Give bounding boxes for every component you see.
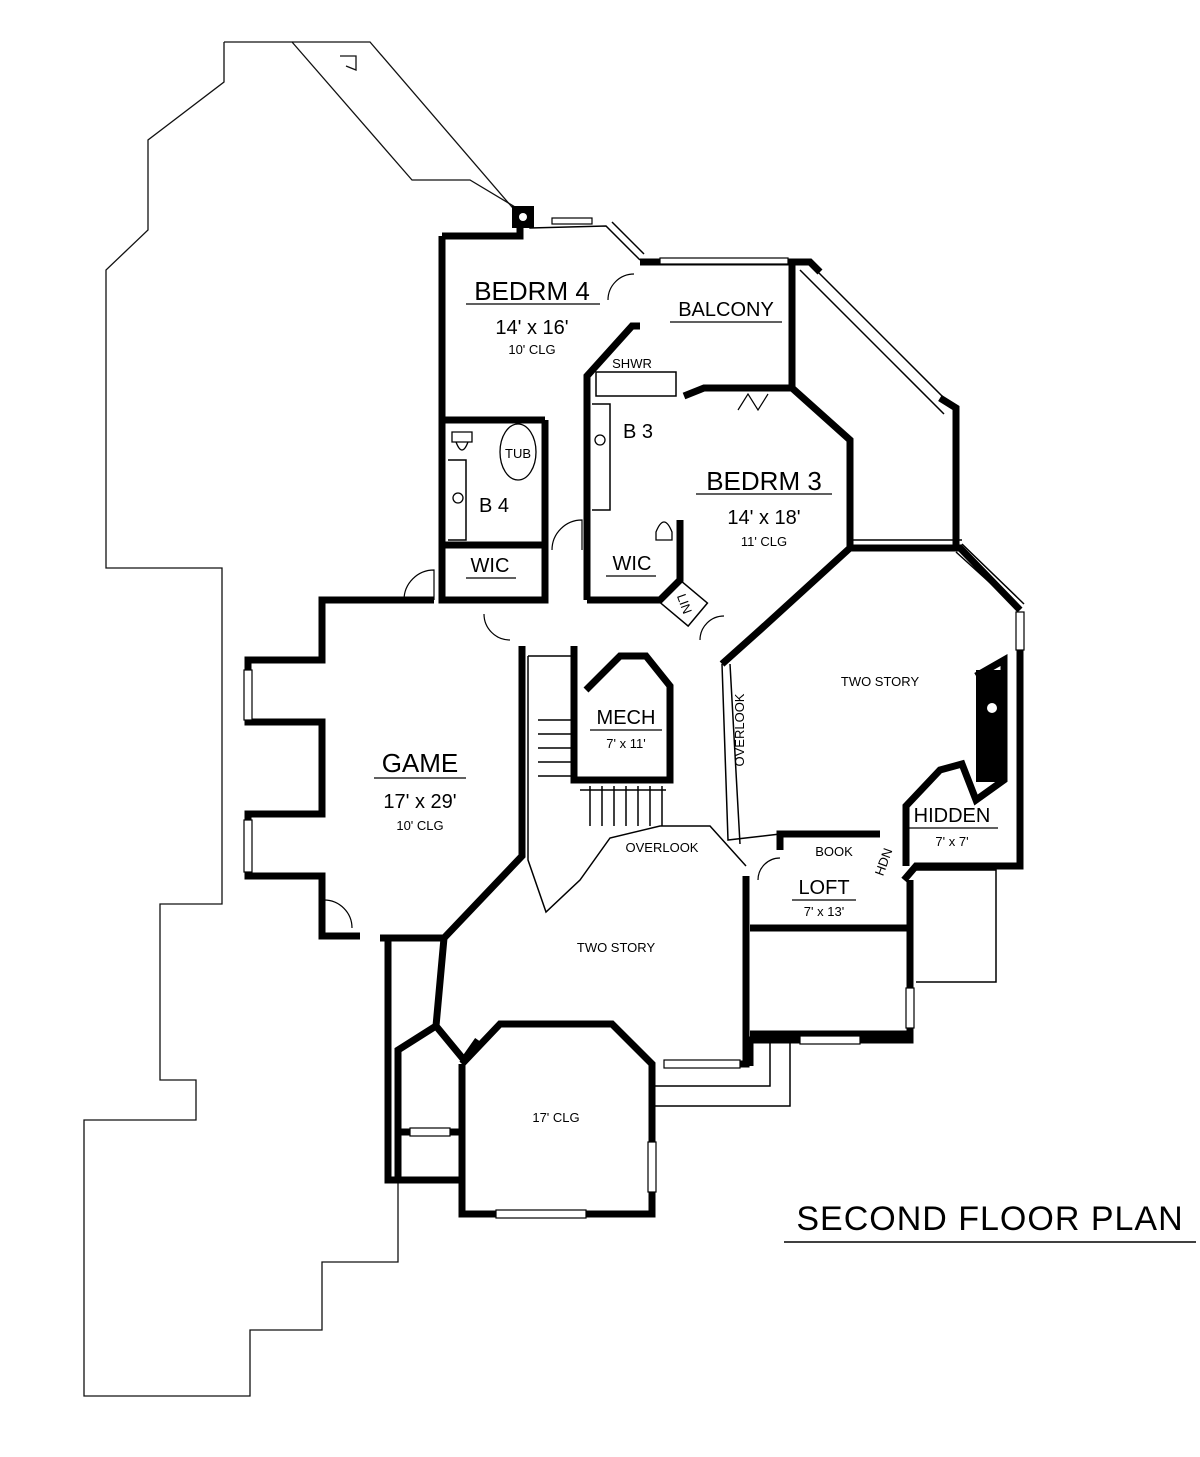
shower-name: SHWR	[612, 356, 652, 371]
wall-game-east	[380, 646, 526, 942]
plan-title: SECOND FLOOR PLAN	[796, 1200, 1183, 1238]
window-right	[1015, 611, 1025, 651]
window-game-1	[243, 669, 253, 721]
game-size: 17' x 29'	[383, 791, 456, 813]
two-story-right-label: TWO STORY	[841, 674, 920, 689]
wall-game	[244, 596, 434, 940]
hdn-label: HDN	[872, 846, 896, 878]
counter-b4	[448, 459, 467, 541]
window-loft-east	[905, 987, 915, 1029]
wall-bath4	[442, 416, 549, 600]
lower-right-steps	[652, 869, 997, 1107]
hidden-name: HIDDEN	[914, 805, 991, 827]
window-17clg-east	[647, 1141, 657, 1193]
wall-mech	[570, 646, 674, 784]
wic3-name: WIC	[613, 553, 652, 575]
tub-fixture	[499, 423, 537, 481]
window-bedrm4	[551, 217, 593, 225]
window-game-2	[243, 819, 253, 873]
wall-two-story-right	[850, 544, 1024, 883]
window-lower-right	[799, 1035, 861, 1045]
roof-ridge	[292, 41, 531, 229]
tub-label: TUB	[505, 446, 531, 461]
door-bedrm3	[737, 392, 769, 412]
loft-size: 7' x 13'	[804, 904, 844, 919]
toilet-b4	[451, 431, 473, 451]
stair-outline	[527, 655, 747, 914]
wall-17clg-bay	[458, 1020, 656, 1218]
overlook-stair-label: OVERLOOK	[626, 840, 699, 855]
game-name: GAME	[382, 748, 459, 778]
column-two-story	[976, 670, 1006, 782]
bedroom4-ceiling: 10' CLG	[508, 342, 555, 357]
hidden-size: 7' x 7'	[935, 834, 968, 849]
window-left-bay	[409, 1127, 451, 1137]
game-ceiling: 10' CLG	[396, 818, 443, 833]
bedroom4-size: 14' x 16'	[495, 317, 568, 339]
balcony-rail	[799, 261, 1025, 611]
door-hall	[483, 613, 511, 641]
bedroom3-name: BEDRM 3	[706, 466, 822, 496]
linen-name: LIN	[674, 592, 695, 616]
bedroom3-size: 14' x 18'	[727, 507, 800, 529]
column-two-story-dot	[987, 703, 997, 713]
wall-wic3	[587, 520, 684, 604]
two-story-center-label: TWO STORY	[577, 940, 656, 955]
door-game-south	[323, 899, 353, 929]
stair-treads	[538, 719, 666, 826]
ceiling-17-label: 17' CLG	[532, 1110, 579, 1125]
bedroom3-ceiling: 11' CLG	[741, 534, 787, 549]
bedroom4-name: BEDRM 4	[474, 276, 590, 306]
overlook-right-label: OVERLOOK	[732, 693, 747, 766]
wall-bath3	[583, 322, 640, 600]
mech-name: MECH	[597, 707, 656, 729]
window-center-bay	[663, 1059, 741, 1069]
column-dot	[519, 213, 527, 221]
bath4-name: B 4	[479, 495, 509, 517]
toilet-b3	[655, 521, 673, 541]
door-lin	[699, 615, 725, 641]
wall-overlook-right	[721, 663, 781, 845]
counter-b3	[592, 403, 611, 511]
wall-bedrm4-north	[442, 222, 524, 240]
door-bedrm4	[607, 273, 635, 301]
sink-b3	[594, 434, 606, 446]
linen-closet	[659, 578, 709, 628]
door-game	[403, 569, 435, 601]
bath3-name: B 3	[623, 421, 653, 443]
window-17clg-south	[495, 1209, 587, 1219]
loft-name: LOFT	[798, 877, 849, 899]
wall-hidden	[776, 653, 1008, 866]
door-b4	[551, 519, 583, 551]
shower-b3	[595, 371, 677, 397]
book-label: BOOK	[815, 844, 853, 859]
door-loft	[757, 857, 781, 881]
balcony-name: BALCONY	[678, 299, 774, 321]
sink-b4	[452, 492, 464, 504]
wic4-name: WIC	[471, 555, 510, 577]
window-balcony	[659, 257, 789, 265]
mech-size: 7' x 11'	[606, 736, 645, 751]
